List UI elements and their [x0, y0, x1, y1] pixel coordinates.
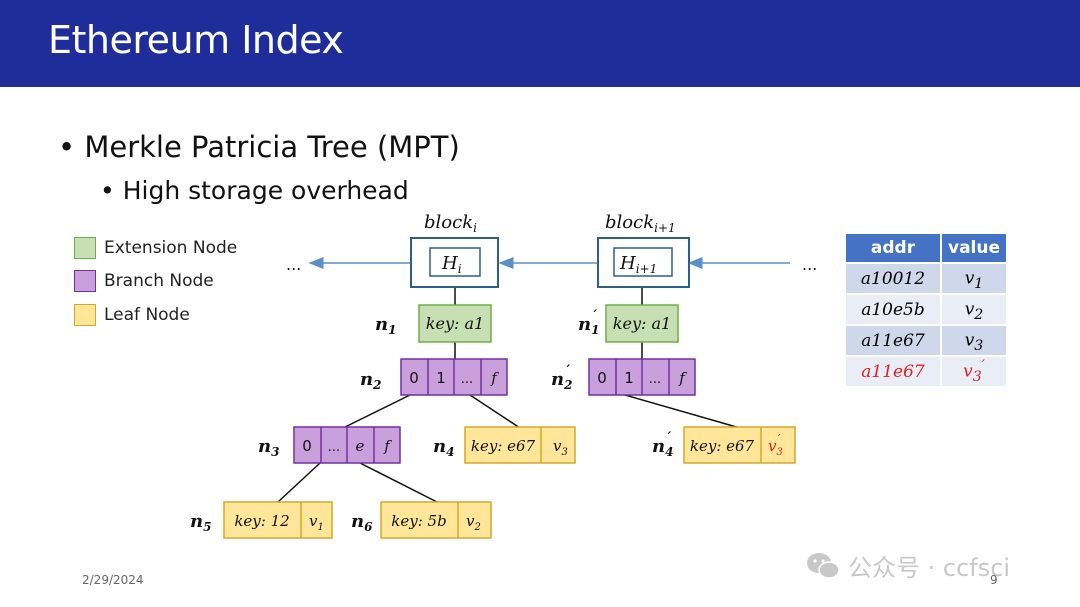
- n2-cell-3: f: [490, 369, 499, 387]
- n6-value: v2: [466, 512, 481, 533]
- n4-value: v3: [553, 437, 568, 458]
- extension-swatch: [74, 237, 96, 259]
- n5-label: n5: [190, 511, 211, 534]
- n2-cell-0: 0: [409, 369, 419, 387]
- n4-key: key: e67: [471, 437, 536, 455]
- addr-cell: a10e5b: [846, 295, 940, 324]
- edge-n2-n3: [342, 394, 411, 429]
- ellipsis-right: ...: [802, 255, 817, 274]
- n6-key: key: 5b: [391, 512, 446, 530]
- n2-cell-1: 1: [436, 369, 446, 387]
- slide-title: Ethereum Index: [48, 18, 344, 62]
- n1p-extension-node: [605, 304, 679, 343]
- n1p-label: n1′: [578, 308, 599, 337]
- legend-extension: Extension Node: [74, 236, 237, 260]
- value-cell: v2: [942, 295, 1006, 324]
- leaf-swatch: [74, 304, 96, 326]
- edge-n2p-n4p: [624, 394, 741, 429]
- wechat-icon: [807, 552, 840, 579]
- legend-leaf: Leaf Node: [74, 303, 190, 327]
- tree-edges: [277, 276, 741, 503]
- n1p-key: key: a1: [613, 314, 671, 333]
- n2p-cell-1: 1: [624, 369, 634, 387]
- n6-label: n6: [351, 511, 373, 534]
- n3-cell-1: ...: [328, 440, 340, 455]
- bullet-level1: • Merkle Patricia Tree (MPT): [58, 130, 460, 164]
- n2-cell-2: ...: [461, 372, 473, 387]
- header-value: value: [942, 234, 1006, 262]
- n3-label: n3: [258, 436, 279, 459]
- n1-label: n1: [375, 314, 396, 337]
- n5-leaf-node: [223, 501, 333, 539]
- hash-i: Hi: [441, 253, 462, 276]
- n4p-leaf-node: [683, 426, 796, 464]
- n2-label: n2: [360, 369, 381, 392]
- n4p-key: key: e67: [690, 437, 755, 455]
- n6-leaf-node: [380, 501, 492, 539]
- hash-i1: Hi+1: [619, 253, 657, 276]
- n2p-cell-2: ...: [649, 372, 661, 387]
- n1-extension-node: [418, 304, 492, 343]
- table-row: a10e5b v2: [846, 295, 1006, 324]
- block-i-label: blocki: [424, 212, 477, 235]
- edge-n3-n5: [277, 462, 321, 503]
- n4-leaf-node: [464, 426, 576, 464]
- addr-value-table: addr value a10012 v1 a10e5b v2 a11e67 v3…: [844, 232, 1008, 388]
- ellipsis-left: ...: [286, 255, 301, 274]
- branch-swatch: [74, 270, 96, 292]
- bullet-level2-text: High storage overhead: [122, 176, 409, 205]
- n3-cell-3: f: [383, 437, 392, 455]
- n3-branch-node: [293, 426, 401, 464]
- block-i1: [597, 237, 690, 288]
- legend-branch: Branch Node: [74, 269, 214, 293]
- header-addr: addr: [846, 234, 940, 262]
- n5-value: v1: [309, 512, 324, 533]
- n2-branch-node: [400, 358, 508, 396]
- watermark-text: 公众号 · ccfsci: [848, 554, 1011, 582]
- table-header-row: addr value: [846, 234, 1006, 262]
- legend-leaf-label: Leaf Node: [104, 305, 190, 325]
- n4p-value: v3′: [768, 432, 783, 458]
- hash-i1-box: [613, 247, 673, 277]
- legend-branch-label: Branch Node: [104, 271, 214, 291]
- value-cell: v3: [942, 326, 1006, 355]
- n2p-label: n2′: [551, 363, 572, 392]
- n2p-branch-node: [588, 358, 696, 396]
- table-row: a10012 v1: [846, 264, 1006, 293]
- n5-key: key: 12: [234, 512, 289, 530]
- n3-cell-0: 0: [302, 437, 312, 455]
- n2p-cell-0: 0: [597, 369, 607, 387]
- addr-cell: a10012: [846, 264, 940, 293]
- legend-extension-label: Extension Node: [104, 238, 238, 258]
- value-cell: v3′: [942, 357, 1006, 386]
- footer-date: 2/29/2024: [82, 573, 144, 587]
- addr-cell: a11e67: [846, 326, 940, 355]
- n3-cell-2: e: [356, 437, 365, 455]
- hash-i-box: [429, 247, 481, 277]
- n4p-label: n4′: [652, 430, 673, 459]
- addr-cell: a11e67: [846, 357, 940, 386]
- table-row-highlighted: a11e67 v3′: [846, 357, 1006, 386]
- bullet-level1-text: Merkle Patricia Tree (MPT): [84, 130, 460, 164]
- bullet-level2: • High storage overhead: [100, 176, 409, 205]
- value-cell: v1: [942, 264, 1006, 293]
- edge-n3-n6: [359, 462, 438, 503]
- title-bar: Ethereum Index: [0, 0, 1080, 87]
- page-number: 9: [990, 573, 998, 587]
- table-row: a11e67 v3: [846, 326, 1006, 355]
- n4-label: n4: [433, 436, 454, 459]
- edge-n2-n4: [469, 394, 521, 429]
- n1-key: key: a1: [426, 314, 484, 333]
- n2p-cell-3: f: [678, 369, 687, 387]
- block-i1-label: blocki+1: [605, 212, 676, 235]
- watermark: 公众号 · ccfsci: [806, 548, 1010, 583]
